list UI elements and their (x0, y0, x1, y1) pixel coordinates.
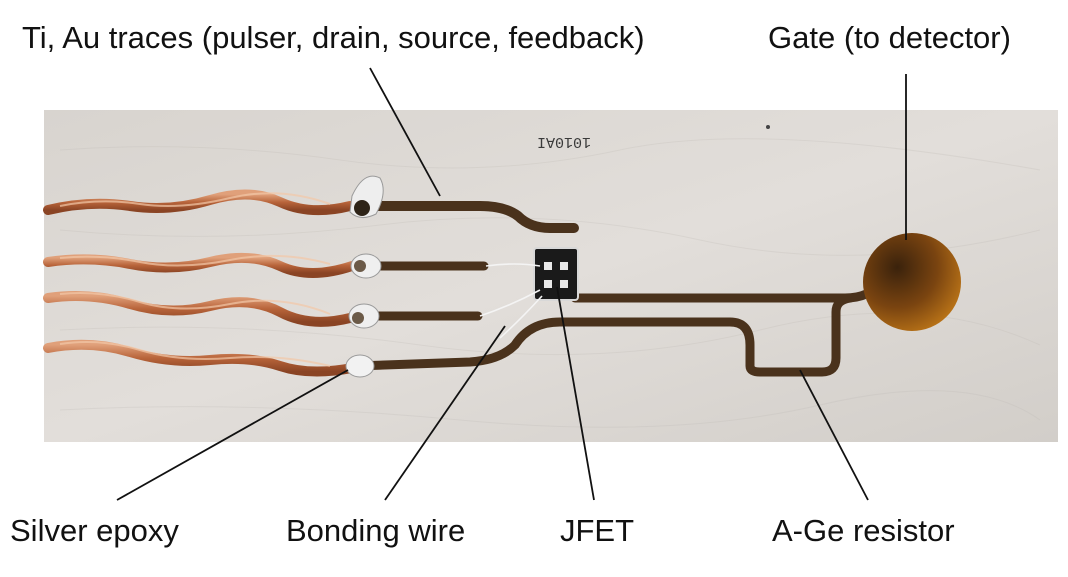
silver-epoxy-bonds (345, 175, 384, 378)
trace-bottom (351, 293, 855, 377)
label-silver-epoxy: Silver epoxy (10, 513, 179, 548)
leader-bonding-wire (384, 325, 506, 501)
leader-jfet (556, 286, 595, 501)
copper-wire-2 (43, 252, 357, 278)
leader-traces (369, 67, 441, 197)
copper-wire-4 (43, 339, 357, 377)
copper-wires (43, 189, 357, 377)
surface-speck (766, 125, 770, 129)
leader-silver-epoxy (116, 369, 349, 501)
traces (351, 201, 885, 377)
chip-marking: 1010AI (537, 133, 591, 150)
trace-top (355, 201, 579, 233)
epoxy-4 (345, 354, 375, 378)
leader-resistor (799, 369, 869, 501)
label-traces: Ti, Au traces (pulser, drain, source, fe… (22, 20, 645, 55)
label-resistor: A-Ge resistor (772, 513, 955, 548)
label-bonding-wire: Bonding wire (286, 513, 466, 548)
leader-lines (116, 67, 907, 501)
label-gate: Gate (to detector) (768, 20, 1011, 55)
bonding-wires (479, 263, 543, 339)
label-jfet: JFET (560, 513, 635, 548)
copper-wire-1 (43, 189, 355, 216)
copper-wire-3 (43, 291, 355, 327)
gate-pad (863, 233, 961, 331)
jfet-die (533, 247, 579, 301)
